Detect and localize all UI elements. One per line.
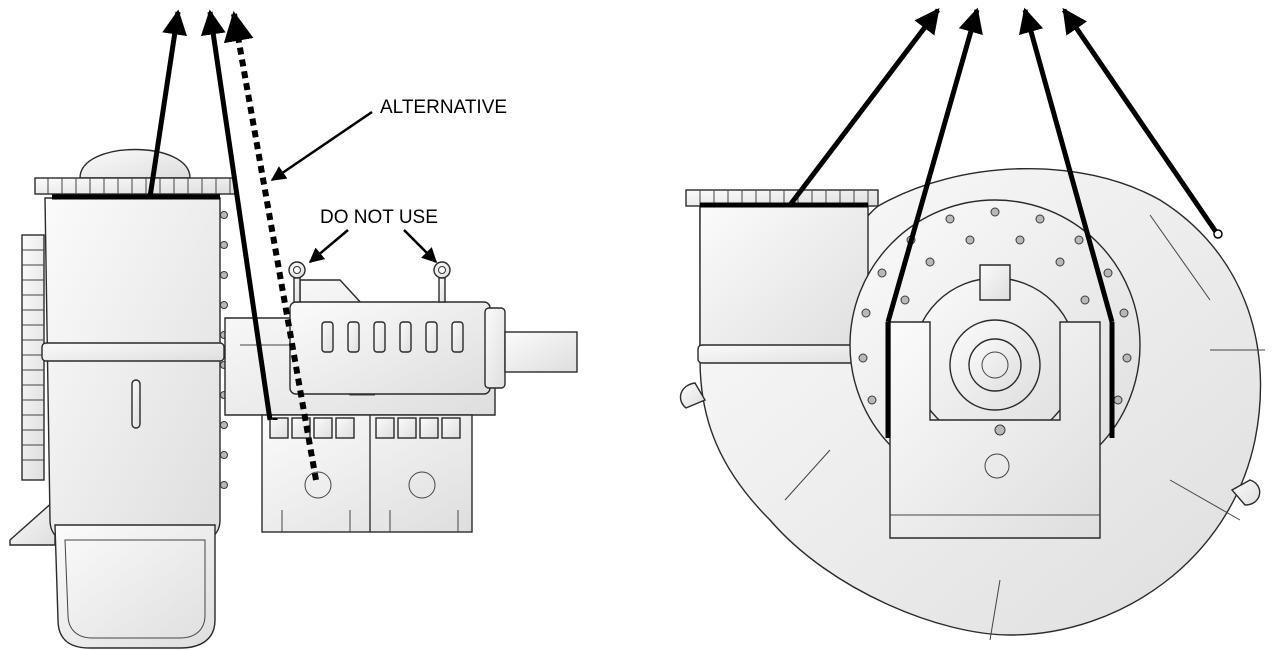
end-sling-arrow-3 bbox=[1019, 7, 1115, 323]
base-plate bbox=[9, 498, 56, 546]
casing-slot bbox=[131, 379, 141, 429]
shaft-stub bbox=[504, 331, 578, 373]
top-dome bbox=[79, 148, 191, 179]
do-not-use-pointer-left bbox=[308, 229, 349, 263]
vertical-flange bbox=[21, 234, 45, 481]
end-view bbox=[679, 168, 1265, 641]
alternative-sling-arrow bbox=[223, 11, 319, 481]
top-bracket bbox=[979, 264, 1011, 301]
end-sling-arrow-4 bbox=[1061, 7, 1219, 234]
do-not-use-pointer-right bbox=[403, 229, 438, 264]
side-view bbox=[9, 148, 578, 649]
left-lug bbox=[679, 382, 707, 409]
lift-hole-left bbox=[304, 471, 332, 499]
bolt-ring-bolts bbox=[858, 207, 1132, 405]
do-not-use-label: DO NOT USE bbox=[320, 207, 438, 228]
side-view-rigging: ALTERNATIVE DO NOT USE bbox=[52, 9, 507, 481]
eye-bolt-right bbox=[433, 261, 451, 303]
alternative-label: ALTERNATIVE bbox=[380, 97, 507, 118]
housing-ribs bbox=[321, 321, 464, 353]
end-sling-arrow-1 bbox=[788, 8, 940, 207]
lift-hole-right bbox=[408, 471, 436, 499]
vertical-flange-teeth bbox=[22, 249, 44, 461]
sling-arrow-2 bbox=[200, 9, 273, 421]
alternative-pointer bbox=[270, 110, 373, 182]
pedestal-hole bbox=[984, 453, 1010, 479]
lifting-eye bbox=[1213, 229, 1223, 239]
end-flange bbox=[484, 307, 506, 389]
compressor-casing bbox=[44, 197, 221, 546]
shaft-end bbox=[968, 338, 1022, 392]
base-block-bolt-row bbox=[269, 417, 461, 439]
end-sling-arrow-2 bbox=[885, 7, 983, 323]
sling-arrow-1 bbox=[147, 9, 187, 198]
eye-bolt-left bbox=[288, 261, 306, 303]
end-view-inlet bbox=[699, 205, 869, 361]
top-flange bbox=[34, 177, 236, 195]
end-view-rigging bbox=[700, 7, 1223, 438]
right-lug bbox=[1230, 479, 1261, 506]
middle-band bbox=[41, 342, 225, 362]
bottom-outlet bbox=[54, 524, 216, 649]
